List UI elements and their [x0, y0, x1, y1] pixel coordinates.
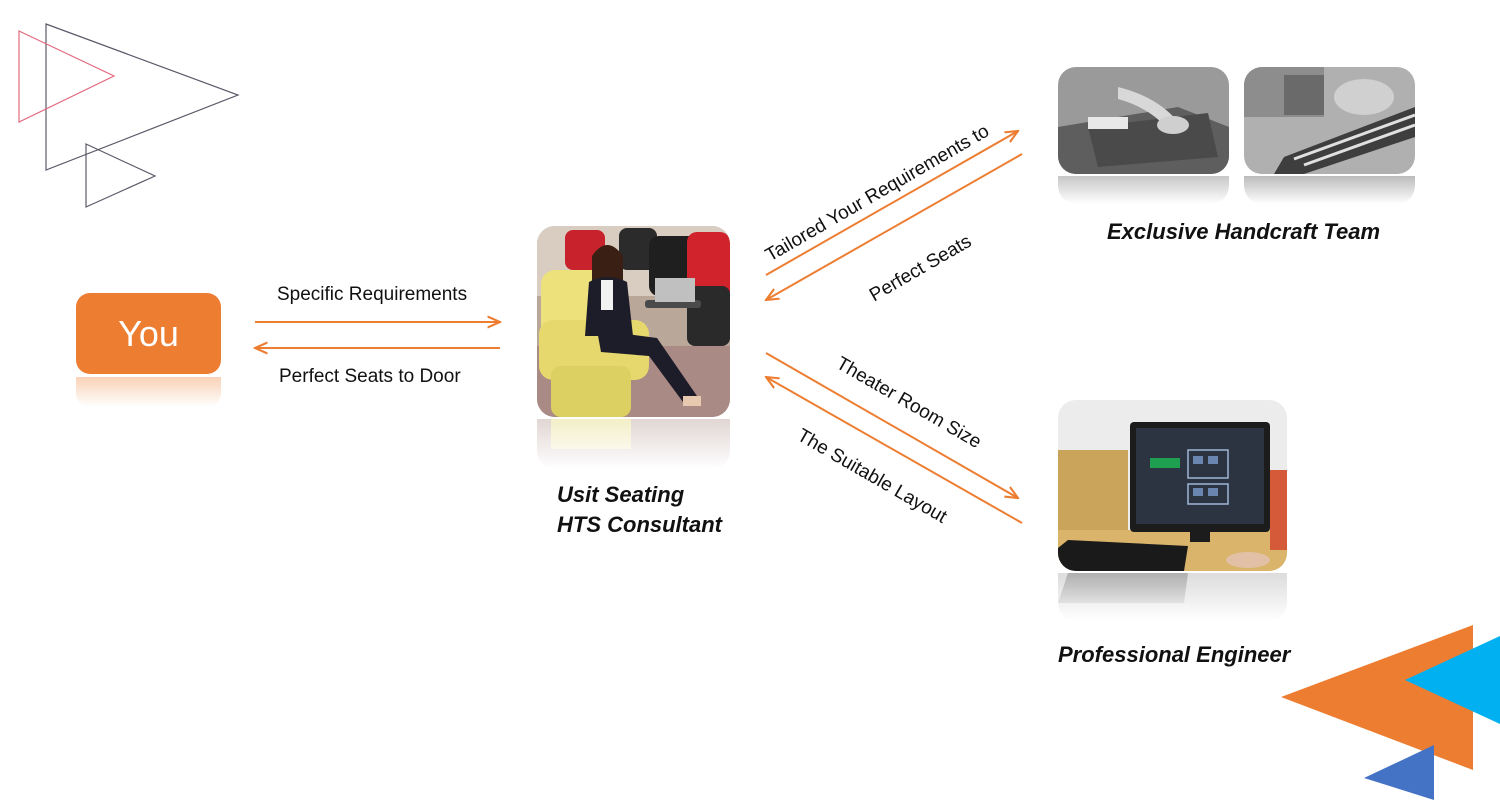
handcraft-caption: Exclusive Handcraft Team [1107, 219, 1381, 244]
you-label: You [118, 312, 179, 354]
engineer-caption: Professional Engineer [1058, 642, 1291, 667]
label-perfect-seats-to-door: Perfect Seats to Door [279, 366, 461, 387]
filled-triangle-cyan [1405, 636, 1500, 724]
consultant-photo-reflection [537, 419, 730, 469]
arrow-consultant-to-engineer [765, 352, 1018, 498]
consultant-caption-line1: Usit Seating [557, 482, 685, 507]
you-node-reflection [76, 377, 221, 407]
handcraft-photo-cutting-reflection [1058, 176, 1229, 204]
outline-triangle-large [45, 23, 240, 171]
corner-triangles-top-left [18, 23, 240, 208]
corner-triangles-bottom-right [1281, 625, 1500, 800]
consultant-photo [537, 226, 730, 417]
engineer-photo-reflection [1058, 573, 1287, 621]
filled-triangle-blue [1364, 745, 1434, 800]
filled-triangle-orange [1281, 625, 1473, 770]
engineer-photo [1058, 400, 1287, 571]
arrow-handcraft-to-consultant [766, 153, 1023, 300]
handcraft-photo-sewing [1244, 67, 1415, 174]
handcraft-photo-sewing-reflection [1244, 176, 1415, 204]
arrow-consultant-to-handcraft [765, 131, 1018, 276]
outline-triangle-small [85, 143, 157, 208]
arrow-engineer-to-consultant [766, 377, 1023, 524]
label-specific-requirements: Specific Requirements [277, 284, 468, 305]
you-node: You [76, 293, 221, 374]
outline-triangle-pink [18, 30, 116, 123]
handcraft-photo-cutting [1058, 67, 1229, 174]
consultant-caption-line2: HTS Consultant [557, 512, 722, 537]
